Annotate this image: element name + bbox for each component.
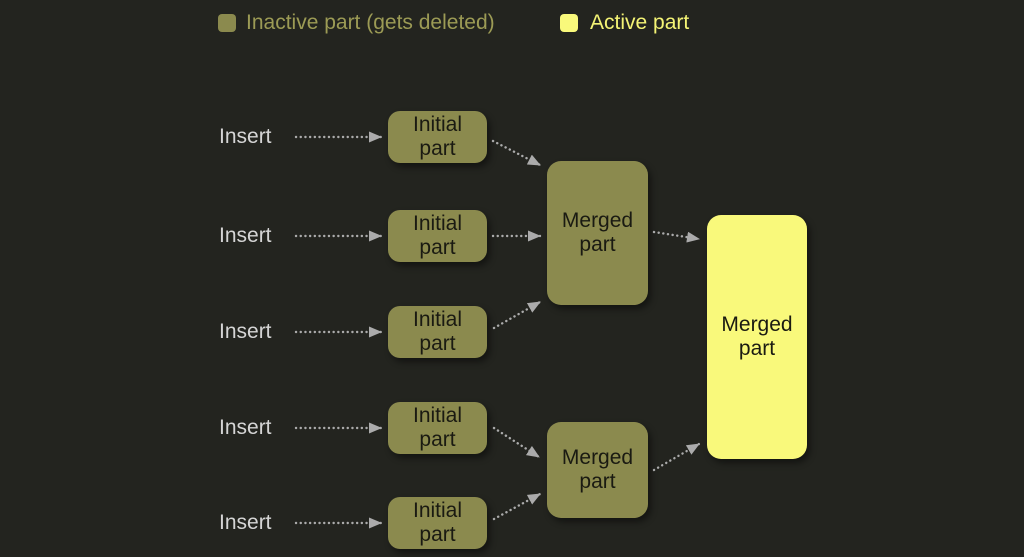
merged-part-top-box: Merged part bbox=[547, 161, 648, 305]
insert-label-2: Insert bbox=[219, 224, 272, 247]
initial-part-box-4: Initial part bbox=[388, 402, 487, 454]
merged-part-final-box: Merged part bbox=[707, 215, 807, 459]
merged-part-bottom-label: Merged part bbox=[561, 446, 634, 493]
arrow-merged-bottom-to-final bbox=[652, 442, 701, 472]
initial-part-box-1: Initial part bbox=[388, 111, 487, 163]
inactive-part-legend-label: Inactive part (gets deleted) bbox=[246, 11, 495, 34]
merged-part-bottom-box: Merged part bbox=[547, 422, 648, 518]
arrow-initial-1-to-merged-top bbox=[491, 139, 542, 167]
initial-part-label-3: Initial part bbox=[412, 308, 463, 355]
arrow-merged-top-to-final bbox=[652, 230, 701, 243]
inactive-part-swatch bbox=[218, 14, 236, 32]
initial-part-box-2: Initial part bbox=[388, 210, 487, 262]
arrow-initial-3-to-merged-top bbox=[492, 300, 542, 330]
merged-part-top-label: Merged part bbox=[561, 209, 634, 256]
arrow-initial-5-to-merged-bottom bbox=[492, 492, 542, 521]
merged-part-final-label: Merged part bbox=[721, 313, 793, 360]
insert-label-5: Insert bbox=[219, 511, 272, 534]
initial-part-box-5: Initial part bbox=[388, 497, 487, 549]
insert-label-1: Insert bbox=[219, 125, 272, 148]
insert-label-3: Insert bbox=[219, 320, 272, 343]
active-part-legend-label: Active part bbox=[590, 11, 690, 34]
arrow-initial-4-to-merged-bottom bbox=[492, 426, 541, 459]
active-part-swatch bbox=[560, 14, 578, 32]
initial-part-label-2: Initial part bbox=[412, 212, 463, 259]
initial-part-label-4: Initial part bbox=[412, 404, 463, 451]
initial-part-box-3: Initial part bbox=[388, 306, 487, 358]
initial-part-label-1: Initial part bbox=[412, 113, 463, 160]
insert-label-4: Insert bbox=[219, 416, 272, 439]
initial-part-label-5: Initial part bbox=[412, 499, 463, 546]
